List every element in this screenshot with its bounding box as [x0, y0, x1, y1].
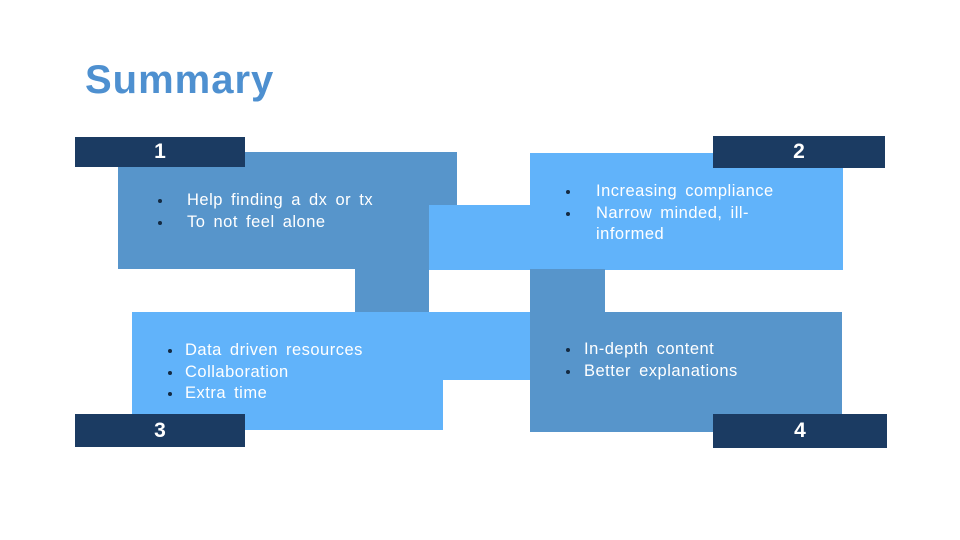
bullet-dot-icon: [566, 369, 570, 374]
bullet-dot-icon: [566, 211, 570, 216]
bullet-text: To not feel alone: [187, 212, 326, 231]
page-title: Summary: [85, 58, 275, 102]
bullet-dot-icon: [168, 392, 172, 396]
bullet-item: To not feel alone: [158, 212, 448, 234]
box2-panel-extension: [429, 205, 530, 270]
bullet-dot-icon: [566, 348, 570, 352]
bullet-dot-icon: [566, 190, 570, 194]
box1-bullet-list: Help finding a dx or tx To not feel alone: [158, 190, 448, 233]
bullet-dot-icon: [168, 370, 172, 375]
connector-box1-box3: [355, 269, 429, 313]
number-label: 4: [794, 419, 806, 442]
bullet-item: Better explanations: [566, 361, 826, 383]
bullet-text: Data driven resources: [185, 341, 363, 359]
bullet-item: Collaboration: [168, 362, 458, 384]
bullet-item: Increasing compliance: [566, 181, 826, 203]
number-label: 2: [793, 140, 805, 163]
number-label: 1: [154, 140, 166, 163]
bullet-dot-icon: [158, 199, 162, 203]
bullet-item: Extra time: [168, 383, 458, 405]
bullet-text: Better explanations: [584, 361, 738, 380]
number-badge-4: 4: [713, 414, 887, 448]
box2-panel: [530, 153, 843, 270]
box1-panel: [118, 152, 457, 269]
number-badge-3: 3: [75, 414, 245, 447]
bullet-item: Help finding a dx or tx: [158, 190, 448, 212]
bullet-text: Collaboration: [185, 362, 289, 381]
number-label: 3: [154, 418, 166, 442]
number-badge-1: 1: [75, 137, 245, 167]
bullet-text: Narrow minded, ill- informed: [596, 203, 750, 244]
box3-panel-extension: [443, 312, 530, 380]
bullet-item: In-depth content: [566, 339, 826, 361]
bullet-text: Extra time: [185, 384, 268, 402]
box4-panel: [530, 312, 842, 432]
bullet-item: Data driven resources: [168, 340, 458, 362]
number-badge-2: 2: [713, 136, 885, 168]
bullet-dot-icon: [168, 349, 172, 353]
bullet-text: In-depth content: [584, 340, 715, 358]
bullet-item: Narrow minded, ill- informed: [566, 203, 826, 246]
bullet-dot-icon: [158, 220, 162, 225]
box3-panel: [132, 312, 443, 430]
connector-box2-box4: [530, 269, 605, 313]
bullet-text: Increasing compliance: [596, 182, 774, 200]
bullet-text: Help finding a dx or tx: [187, 191, 374, 209]
